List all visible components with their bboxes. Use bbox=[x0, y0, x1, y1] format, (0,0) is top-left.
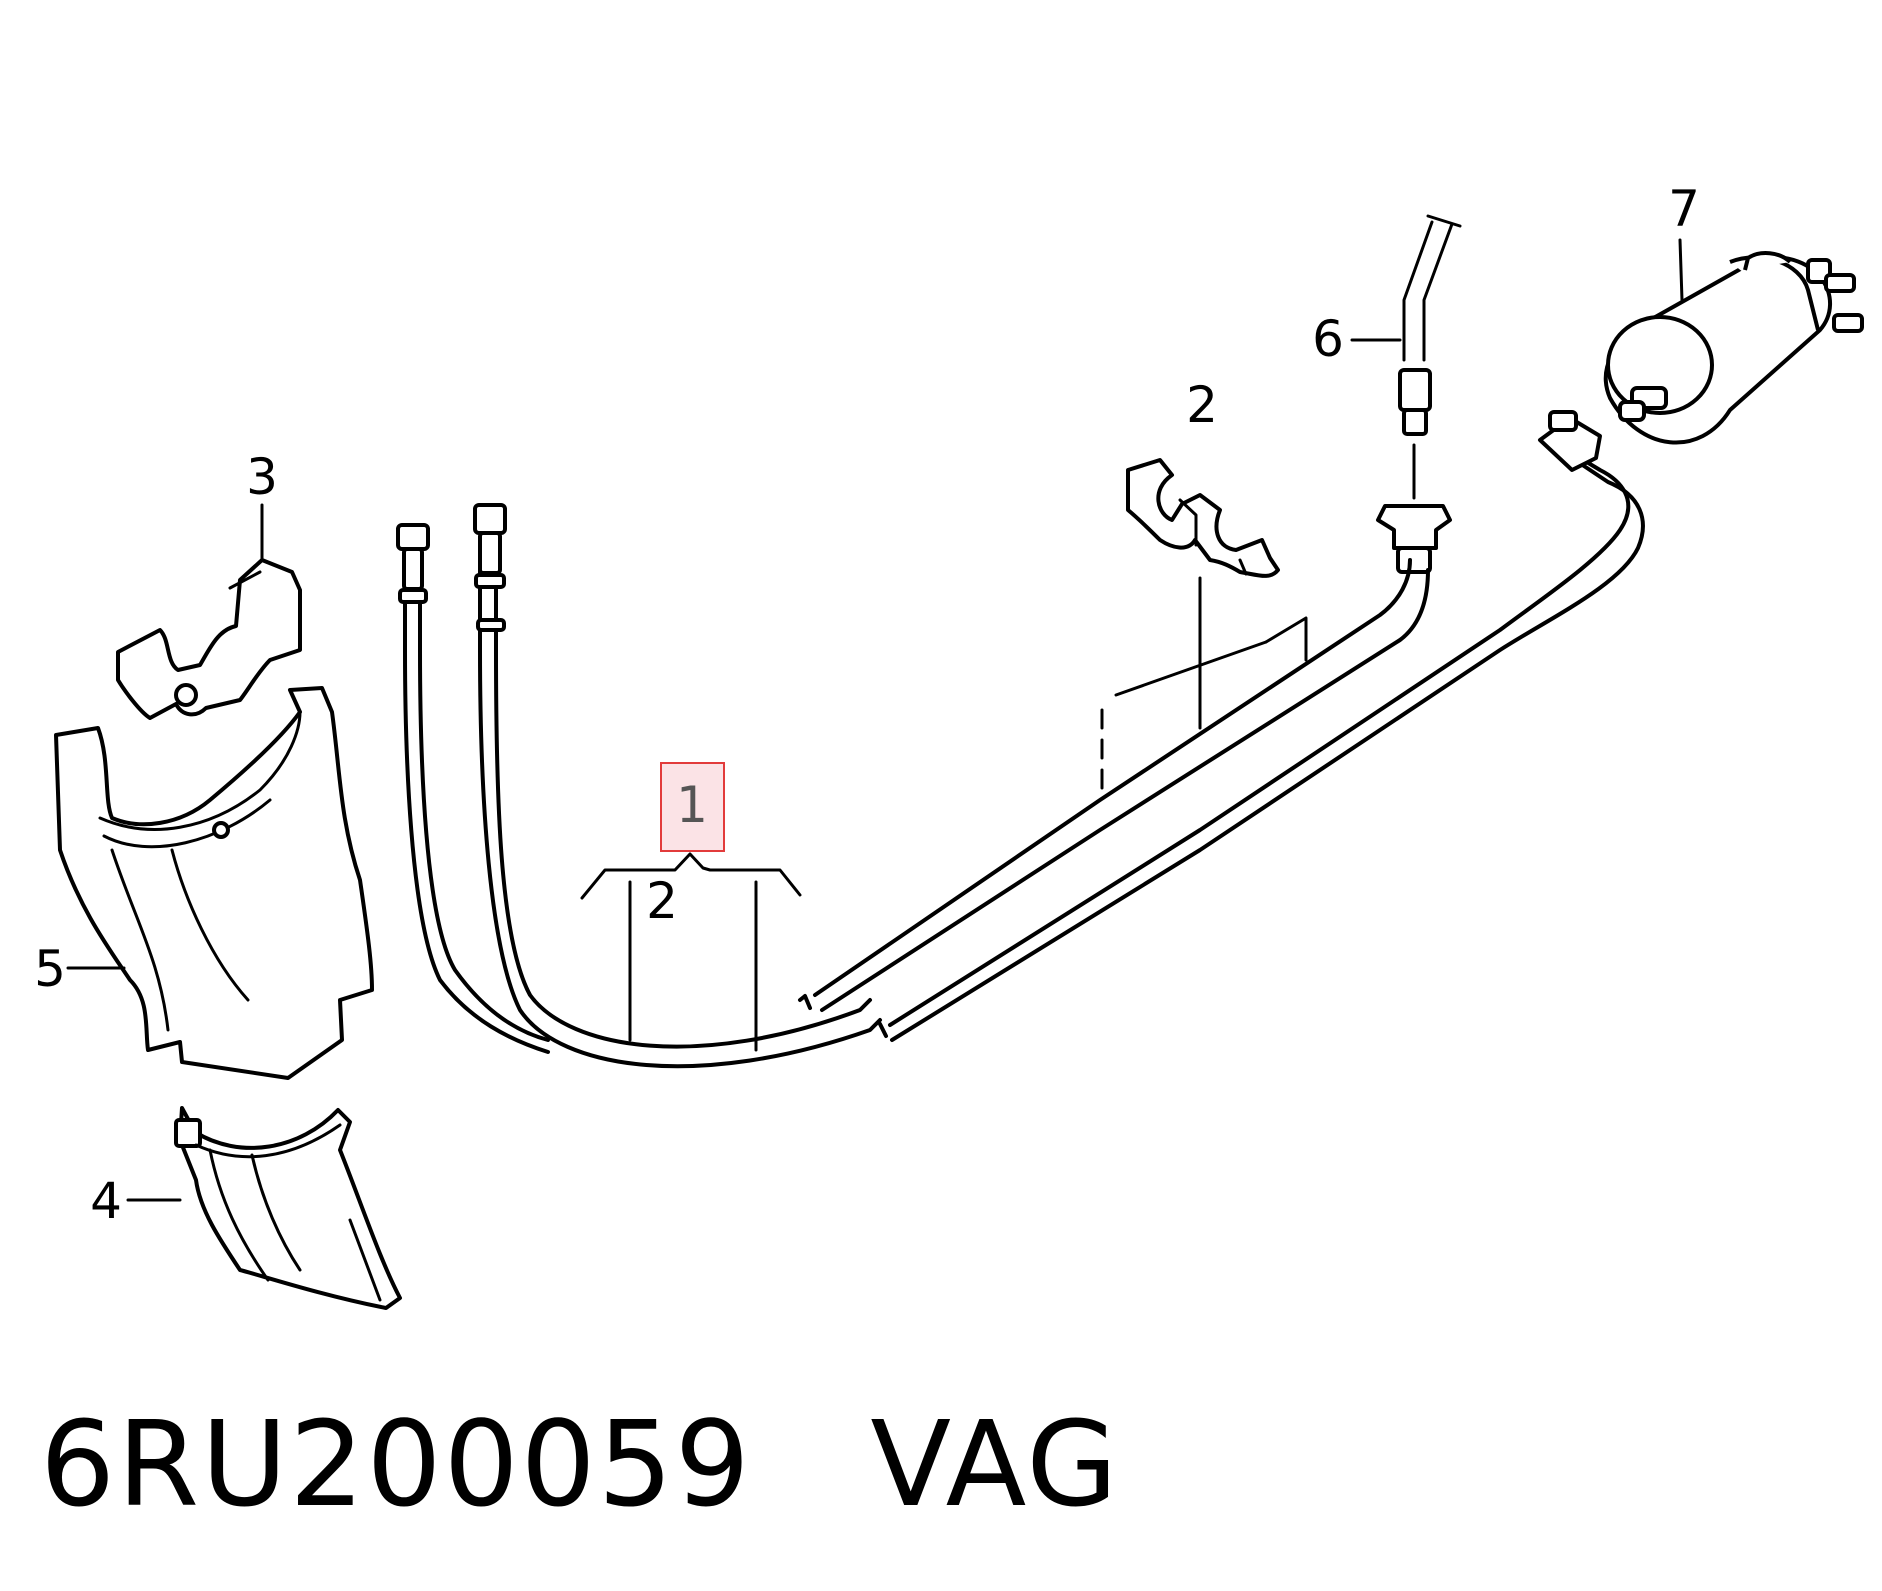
callout-4-label[interactable]: 4 bbox=[90, 1172, 122, 1230]
callout-1-label[interactable]: 1 bbox=[676, 776, 708, 834]
brand-name: VAG bbox=[870, 1395, 1120, 1533]
leader-lines bbox=[66, 238, 1684, 1202]
callout-1-highlight bbox=[660, 762, 725, 852]
upper-cover bbox=[54, 686, 374, 1080]
vent-hose bbox=[1376, 214, 1462, 574]
callout-5-label[interactable]: 5 bbox=[34, 940, 66, 998]
lower-cover bbox=[174, 1106, 402, 1310]
fuel-tubes bbox=[396, 410, 1645, 1069]
callout-2-label-upper[interactable]: 2 bbox=[1186, 376, 1218, 434]
part-caption: 6RU200059 VAG bbox=[40, 1395, 1120, 1533]
callout-7-label[interactable]: 7 bbox=[1668, 180, 1700, 238]
callout-6-label[interactable]: 6 bbox=[1312, 310, 1344, 368]
callout-3-label[interactable]: 3 bbox=[246, 448, 278, 506]
fuel-filter bbox=[1603, 251, 1864, 445]
callout-2-label-lower[interactable]: 2 bbox=[646, 872, 678, 930]
tube-clip-upper bbox=[1126, 458, 1280, 578]
tube-bracket bbox=[116, 558, 302, 720]
part-number: 6RU200059 bbox=[40, 1395, 752, 1533]
